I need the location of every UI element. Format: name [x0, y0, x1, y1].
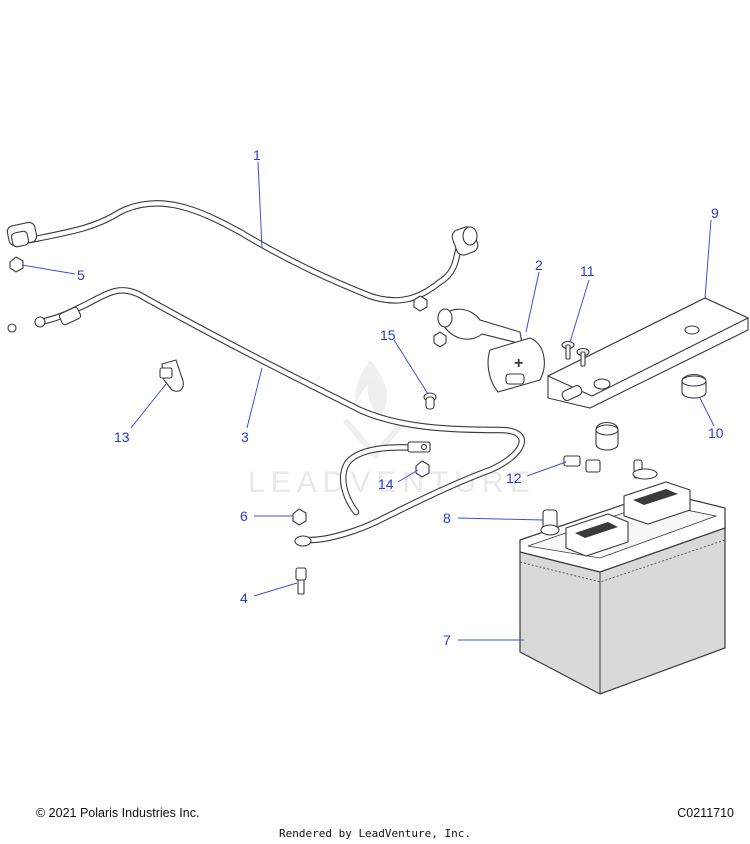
part-11-screws — [561, 340, 590, 367]
callout-13: 13 — [114, 429, 130, 445]
callout-4: 4 — [240, 590, 248, 606]
callout-6: 6 — [240, 508, 248, 524]
callout-15: 15 — [380, 327, 396, 343]
callout-8: 8 — [443, 510, 451, 526]
part-12-clips — [563, 455, 601, 473]
callout-10: 10 — [708, 425, 724, 441]
part-4-bolt — [295, 567, 307, 595]
callout-14: 14 — [378, 476, 394, 492]
part-7-battery — [519, 481, 726, 695]
callout-9: 9 — [711, 205, 719, 221]
part-15-pin — [423, 392, 437, 410]
part-5-nut — [9, 256, 24, 273]
diagram-code: C0211710 — [677, 806, 734, 820]
part-14-nut — [415, 460, 430, 478]
part-8-terminal — [540, 459, 658, 536]
part-6-nut — [292, 508, 307, 526]
callouts: 1 2 3 4 5 6 7 8 9 10 11 12 13 14 15 — [77, 147, 724, 648]
loose-nuts — [413, 295, 447, 348]
callout-7: 7 — [443, 632, 451, 648]
part-2-terminal-boot: + — [437, 308, 545, 393]
part-1-cable — [6, 200, 479, 304]
callout-1: 1 — [253, 147, 261, 163]
part-10-bumper — [595, 373, 707, 451]
callout-3: 3 — [241, 429, 249, 445]
part-3-cable — [7, 287, 525, 547]
leader-lines — [21, 161, 715, 641]
callout-2: 2 — [535, 257, 543, 273]
rendered-by-text: Rendered by LeadVenture, Inc. — [278, 827, 472, 840]
callout-5: 5 — [77, 267, 85, 283]
part-13-clip — [159, 359, 184, 392]
callout-12: 12 — [506, 470, 522, 486]
copyright-text: © 2021 Polaris Industries Inc. — [36, 806, 200, 820]
positive-symbol: + — [514, 355, 523, 372]
callout-11: 11 — [580, 263, 595, 279]
